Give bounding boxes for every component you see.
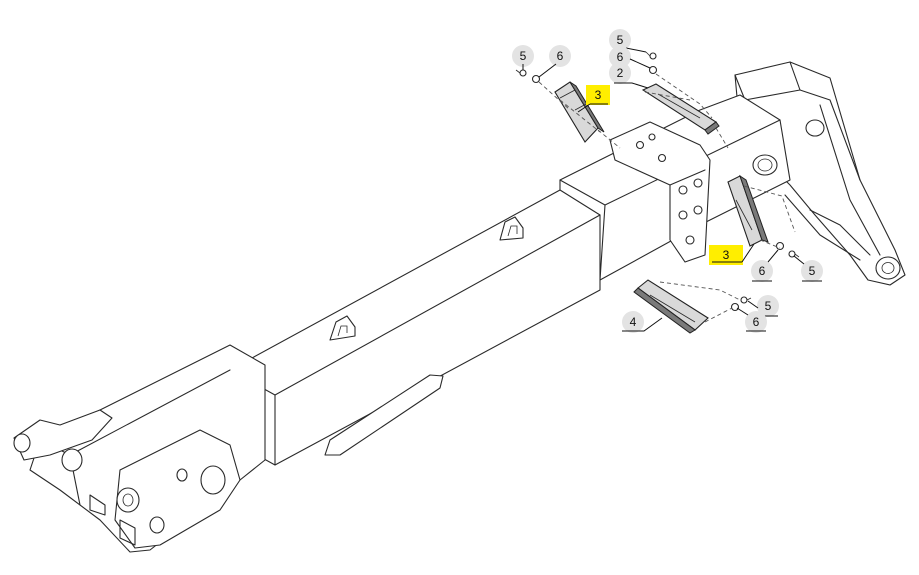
svg-text:5: 5 (809, 264, 816, 278)
callout-6d: 6 (736, 307, 767, 333)
svg-text:4: 4 (630, 315, 637, 329)
lifting-eye-middle (329, 315, 356, 341)
pivot-pin-end (875, 256, 901, 280)
callout-3b: 3 (709, 243, 755, 265)
nose-pin (116, 487, 140, 513)
svg-text:5: 5 (765, 299, 772, 313)
svg-text:6: 6 (617, 50, 624, 64)
callout-6a: 6 (538, 45, 571, 78)
svg-text:5: 5 (520, 49, 527, 63)
callout-5b: 5 (609, 29, 647, 53)
callout-3a: 3 (577, 85, 610, 113)
wear-slot (324, 374, 444, 456)
bolt-and-washer-set (515, 51, 800, 312)
pivot-hole (805, 119, 825, 137)
svg-text:2: 2 (617, 66, 624, 80)
svg-text:6: 6 (753, 315, 760, 329)
callout-6c: 6 (751, 249, 779, 282)
boom-assembly (13, 61, 906, 553)
svg-text:3: 3 (595, 88, 602, 102)
cylinder-mount-hole (752, 154, 778, 176)
callout-2: 2 (609, 62, 649, 89)
svg-text:6: 6 (759, 264, 766, 278)
svg-text:5: 5 (617, 33, 624, 47)
wear-pad-upper-left (554, 81, 605, 143)
svg-text:3: 3 (723, 248, 730, 262)
wear-pad-upper-right (641, 83, 720, 135)
nose-hole-large (200, 465, 226, 495)
callout-6b: 6 (609, 46, 651, 69)
lifting-eye-upper (499, 216, 524, 241)
callouts: 5 6 3 5 6 2 (512, 29, 823, 333)
callout-4: 4 (622, 311, 663, 333)
wear-pad-lower (633, 279, 709, 334)
assembly-lines (538, 73, 796, 323)
nose-head-plate (114, 429, 241, 549)
wear-pad-side (727, 174, 769, 247)
side-mount-bracket (609, 121, 711, 263)
callout-5c: 5 (793, 255, 823, 282)
middle-boom-section (229, 189, 601, 466)
attachment-fork (13, 409, 113, 461)
callout-5a: 5 (512, 45, 534, 70)
svg-text:6: 6 (557, 49, 564, 63)
